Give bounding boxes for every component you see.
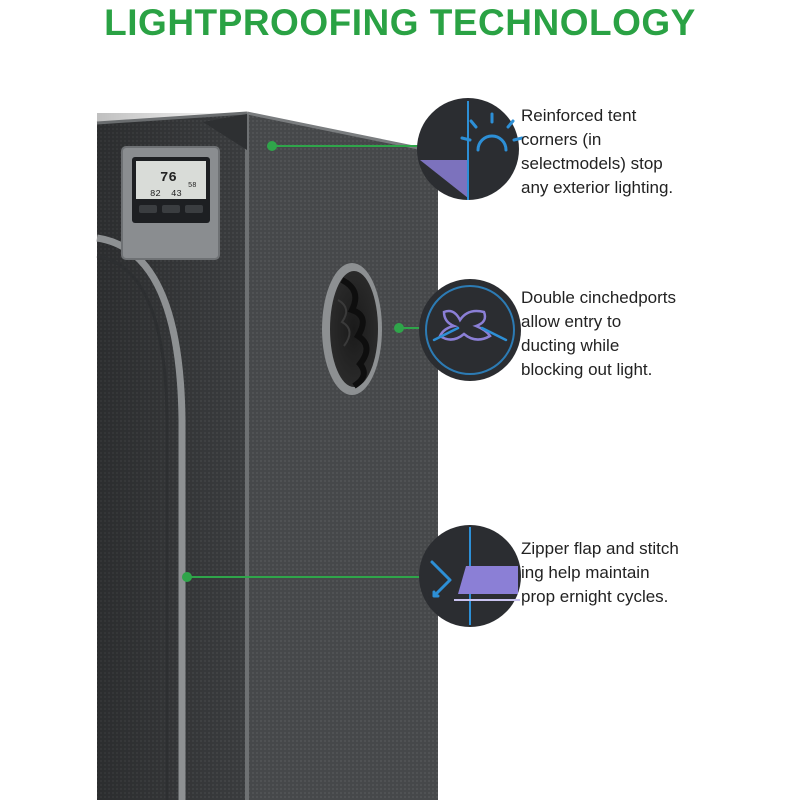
- callout-circle-corner: [417, 98, 524, 200]
- controller-button-right: [185, 205, 203, 213]
- door-zipper-flap: [96, 234, 186, 800]
- controller-button-left: [139, 205, 157, 213]
- tent-side-face: [247, 113, 438, 800]
- callout-text-corner: Reinforced tent corners (in selectmodels…: [521, 106, 674, 197]
- zipper-flap-icon: [430, 560, 520, 601]
- controller-button-middle: [162, 205, 180, 213]
- corner-reinforcement: [203, 114, 247, 150]
- cinched-port-icon: [432, 309, 508, 342]
- grow-tent: [96, 111, 439, 800]
- controller-reading-fourth: 58: [188, 182, 196, 190]
- controller-screen: [136, 161, 206, 199]
- callout-text-port: Double cinchedports allow entry to ducti…: [521, 288, 676, 379]
- climate-controller: 76 82 43 58: [121, 146, 220, 260]
- callout-text-zipper: Zipper flap and stitch ing help maintain…: [521, 539, 679, 606]
- callout-circle-zipper: [419, 525, 521, 627]
- callout-circle-port: [419, 279, 521, 381]
- duct-port: [322, 263, 382, 395]
- sun-icon: [460, 112, 524, 152]
- controller-reading-secondary: 82: [150, 189, 161, 199]
- controller-reading-main: 76: [160, 170, 177, 186]
- page-title: LIGHTPROOFING TECHNOLOGY: [104, 2, 696, 43]
- controller-reading-third: 43: [171, 189, 182, 199]
